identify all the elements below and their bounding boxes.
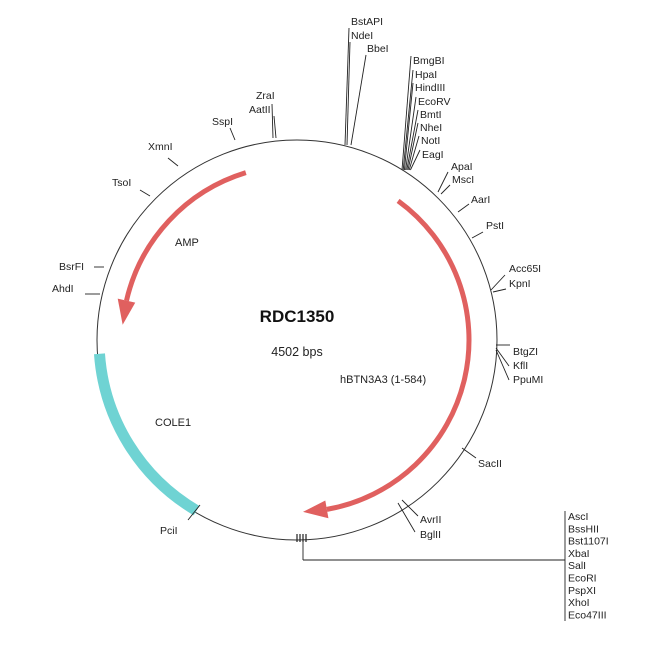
site-line-pci: [187, 504, 201, 521]
site-label: XmnI: [148, 141, 173, 153]
site-label: SacII: [478, 458, 502, 470]
site-line-0: [401, 499, 419, 517]
site-line-1: [397, 502, 416, 533]
plasmid-size: 4502 bps: [271, 345, 322, 359]
site-label: EcoRV: [418, 96, 451, 108]
site-label: ApaI: [451, 161, 473, 173]
site-label: HindIII: [415, 82, 445, 94]
site-line-2: [403, 82, 414, 171]
site-label: XhoI: [568, 597, 590, 609]
site-line-0: [401, 55, 412, 171]
site-label: NotI: [421, 135, 440, 147]
feature-label-cole1: COLE1: [155, 417, 191, 429]
site-label: AhdI: [52, 283, 74, 295]
site-label: SspI: [212, 116, 233, 128]
site-label: BglII: [420, 529, 441, 541]
site-line-xmn: [167, 157, 179, 167]
site-label: AvrII: [420, 514, 441, 526]
site-line-1: [495, 347, 510, 367]
site-line-3: [405, 96, 417, 171]
feature-arc-hbtn3a3-arrowhead: [303, 500, 329, 519]
feature-arc-amp: [124, 170, 247, 302]
site-label: BstAPI: [351, 16, 383, 28]
site-label: PciI: [160, 525, 178, 537]
site-label: Eco47III: [568, 609, 607, 621]
feature-label-amp: AMP: [175, 237, 199, 249]
site-line-5: [407, 122, 419, 171]
site-label: BssHII: [568, 523, 599, 535]
site-line-1: [440, 184, 451, 195]
site-label: XbaI: [568, 548, 590, 560]
site-label: TsoI: [112, 177, 131, 189]
site-label: AarI: [471, 194, 490, 206]
site-label: Bst1107I: [568, 536, 609, 548]
site-line-pst: [471, 231, 484, 239]
mcs-ticks: [296, 534, 307, 542]
site-line-1: [402, 69, 414, 171]
plasmid-name: RDC1350: [260, 307, 335, 326]
site-label: BtgZI: [513, 346, 538, 358]
site-label: AatII: [249, 104, 271, 116]
site-line-1: [492, 288, 507, 293]
site-line-0: [344, 27, 350, 146]
site-label: EagI: [422, 149, 444, 161]
site-label: NdeI: [351, 30, 373, 42]
site-line-aar: [457, 203, 470, 213]
site-line-4: [406, 109, 419, 171]
site-label: PpuMI: [513, 374, 543, 386]
site-label: BsrFI: [59, 261, 84, 273]
site-line-2: [350, 54, 367, 146]
site-line-1: [273, 115, 277, 139]
site-label: Acc65I: [509, 263, 541, 275]
site-label: SalI: [568, 560, 586, 572]
site-label: KflI: [513, 360, 528, 372]
site-label: EcoRI: [568, 573, 597, 585]
site-label: PstI: [486, 220, 504, 232]
site-label: BmtI: [420, 109, 442, 121]
site-label: ZraI: [256, 90, 275, 102]
site-label: NheI: [420, 122, 442, 134]
site-line-0: [490, 274, 506, 291]
site-line-7: [409, 149, 421, 171]
site-line-0: [271, 103, 274, 139]
site-label: PspXI: [568, 585, 596, 597]
feature-arc-cole1: [93, 353, 200, 516]
feature-label-hbtn3a3: hBTN3A3 (1-584): [340, 374, 426, 386]
site-line-ssp: [229, 127, 236, 141]
site-label: AscI: [568, 511, 588, 523]
site-line-6: [408, 135, 420, 171]
site-line-1: [346, 41, 351, 146]
site-label: HpaI: [415, 69, 437, 81]
site-line-sac: [461, 447, 477, 459]
feature-arc-hbtn3a3: [326, 198, 472, 512]
site-label: MscI: [452, 174, 474, 186]
site-label: BmgBI: [413, 55, 445, 67]
site-line-tso: [139, 189, 151, 197]
site-line-0: [437, 171, 449, 193]
feature-arc-amp-arrowhead: [117, 298, 136, 325]
site-line-2: [495, 349, 510, 381]
site-label: KpnI: [509, 278, 531, 290]
site-label: BbeI: [367, 43, 389, 55]
